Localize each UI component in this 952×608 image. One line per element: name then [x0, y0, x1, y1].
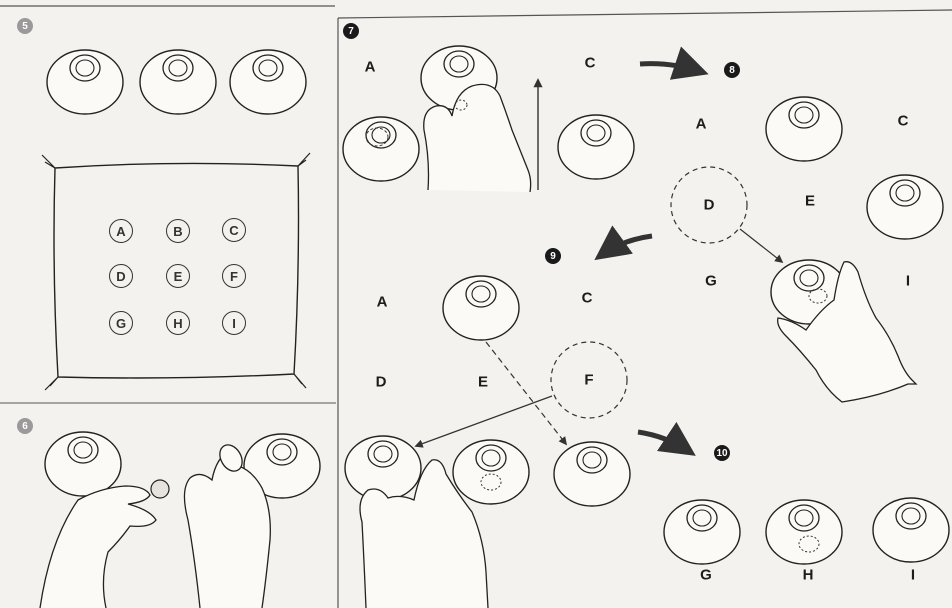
panel8-label-d: D — [704, 197, 715, 214]
grid-letter-d: D — [109, 264, 133, 288]
panel-top-border-right — [338, 10, 952, 18]
panel8-label-i: I — [906, 273, 910, 290]
step-7-badge: 7 — [343, 23, 359, 39]
dashed-arrow-9 — [486, 342, 566, 444]
grid-letter-c: C — [222, 218, 246, 242]
panel9-label-e: E — [478, 374, 488, 391]
cup-8-b — [766, 97, 842, 161]
step-8-badge: 8 — [724, 62, 740, 78]
grid-letter-b: B — [166, 219, 190, 243]
cup-9-f — [554, 442, 630, 506]
panel8-label-e: E — [805, 193, 815, 210]
cup-1 — [47, 50, 123, 114]
panel10-label-i: I — [911, 567, 915, 584]
cup-2 — [140, 50, 216, 114]
step-9-badge: 9 — [545, 248, 561, 264]
cup-10-h — [766, 500, 842, 564]
cup-6-left — [45, 432, 121, 496]
cup-7-c — [558, 115, 634, 179]
step-5-badge: 5 — [17, 18, 33, 34]
panel9-label-f: F — [584, 372, 593, 389]
panel8-label-c: C — [898, 113, 909, 130]
arrow-9-to-10 — [638, 432, 690, 452]
panel10-label-h: H — [803, 567, 814, 584]
grid-letter-i: I — [222, 311, 246, 335]
panel7-label-c: C — [585, 55, 596, 72]
cup-7-a — [343, 117, 419, 181]
cup-9-e — [453, 440, 529, 504]
grid-letter-a: A — [109, 219, 133, 243]
grid-letter-f: F — [222, 264, 246, 288]
panel10-label-g: G — [700, 567, 712, 584]
move-arrow-8 — [740, 229, 782, 262]
panel9-label-c: C — [582, 290, 593, 307]
left-hand-6 — [40, 486, 156, 608]
panel8-label-a: A — [696, 116, 707, 133]
cup-9-held — [345, 436, 421, 500]
step-10-badge: 10 — [714, 445, 730, 461]
arrow-8-to-9 — [600, 236, 652, 256]
cup-9-b — [443, 276, 519, 340]
panel8-label-g: G — [705, 273, 717, 290]
panel9-label-d: D — [376, 374, 387, 391]
move-arrow-9 — [416, 396, 552, 446]
cup-3 — [230, 50, 306, 114]
grid-letter-g: G — [109, 311, 133, 335]
panel9-label-a: A — [377, 294, 388, 311]
grid-letter-h: H — [166, 311, 190, 335]
arrow-7-to-8 — [640, 64, 702, 72]
cup-10-g — [664, 500, 740, 564]
ball — [151, 480, 169, 498]
grid-letter-e: E — [166, 264, 190, 288]
cup-10-i — [873, 498, 949, 562]
cup-8-f — [867, 175, 943, 239]
step-6-badge: 6 — [17, 418, 33, 434]
panel7-label-a: A — [365, 59, 376, 76]
